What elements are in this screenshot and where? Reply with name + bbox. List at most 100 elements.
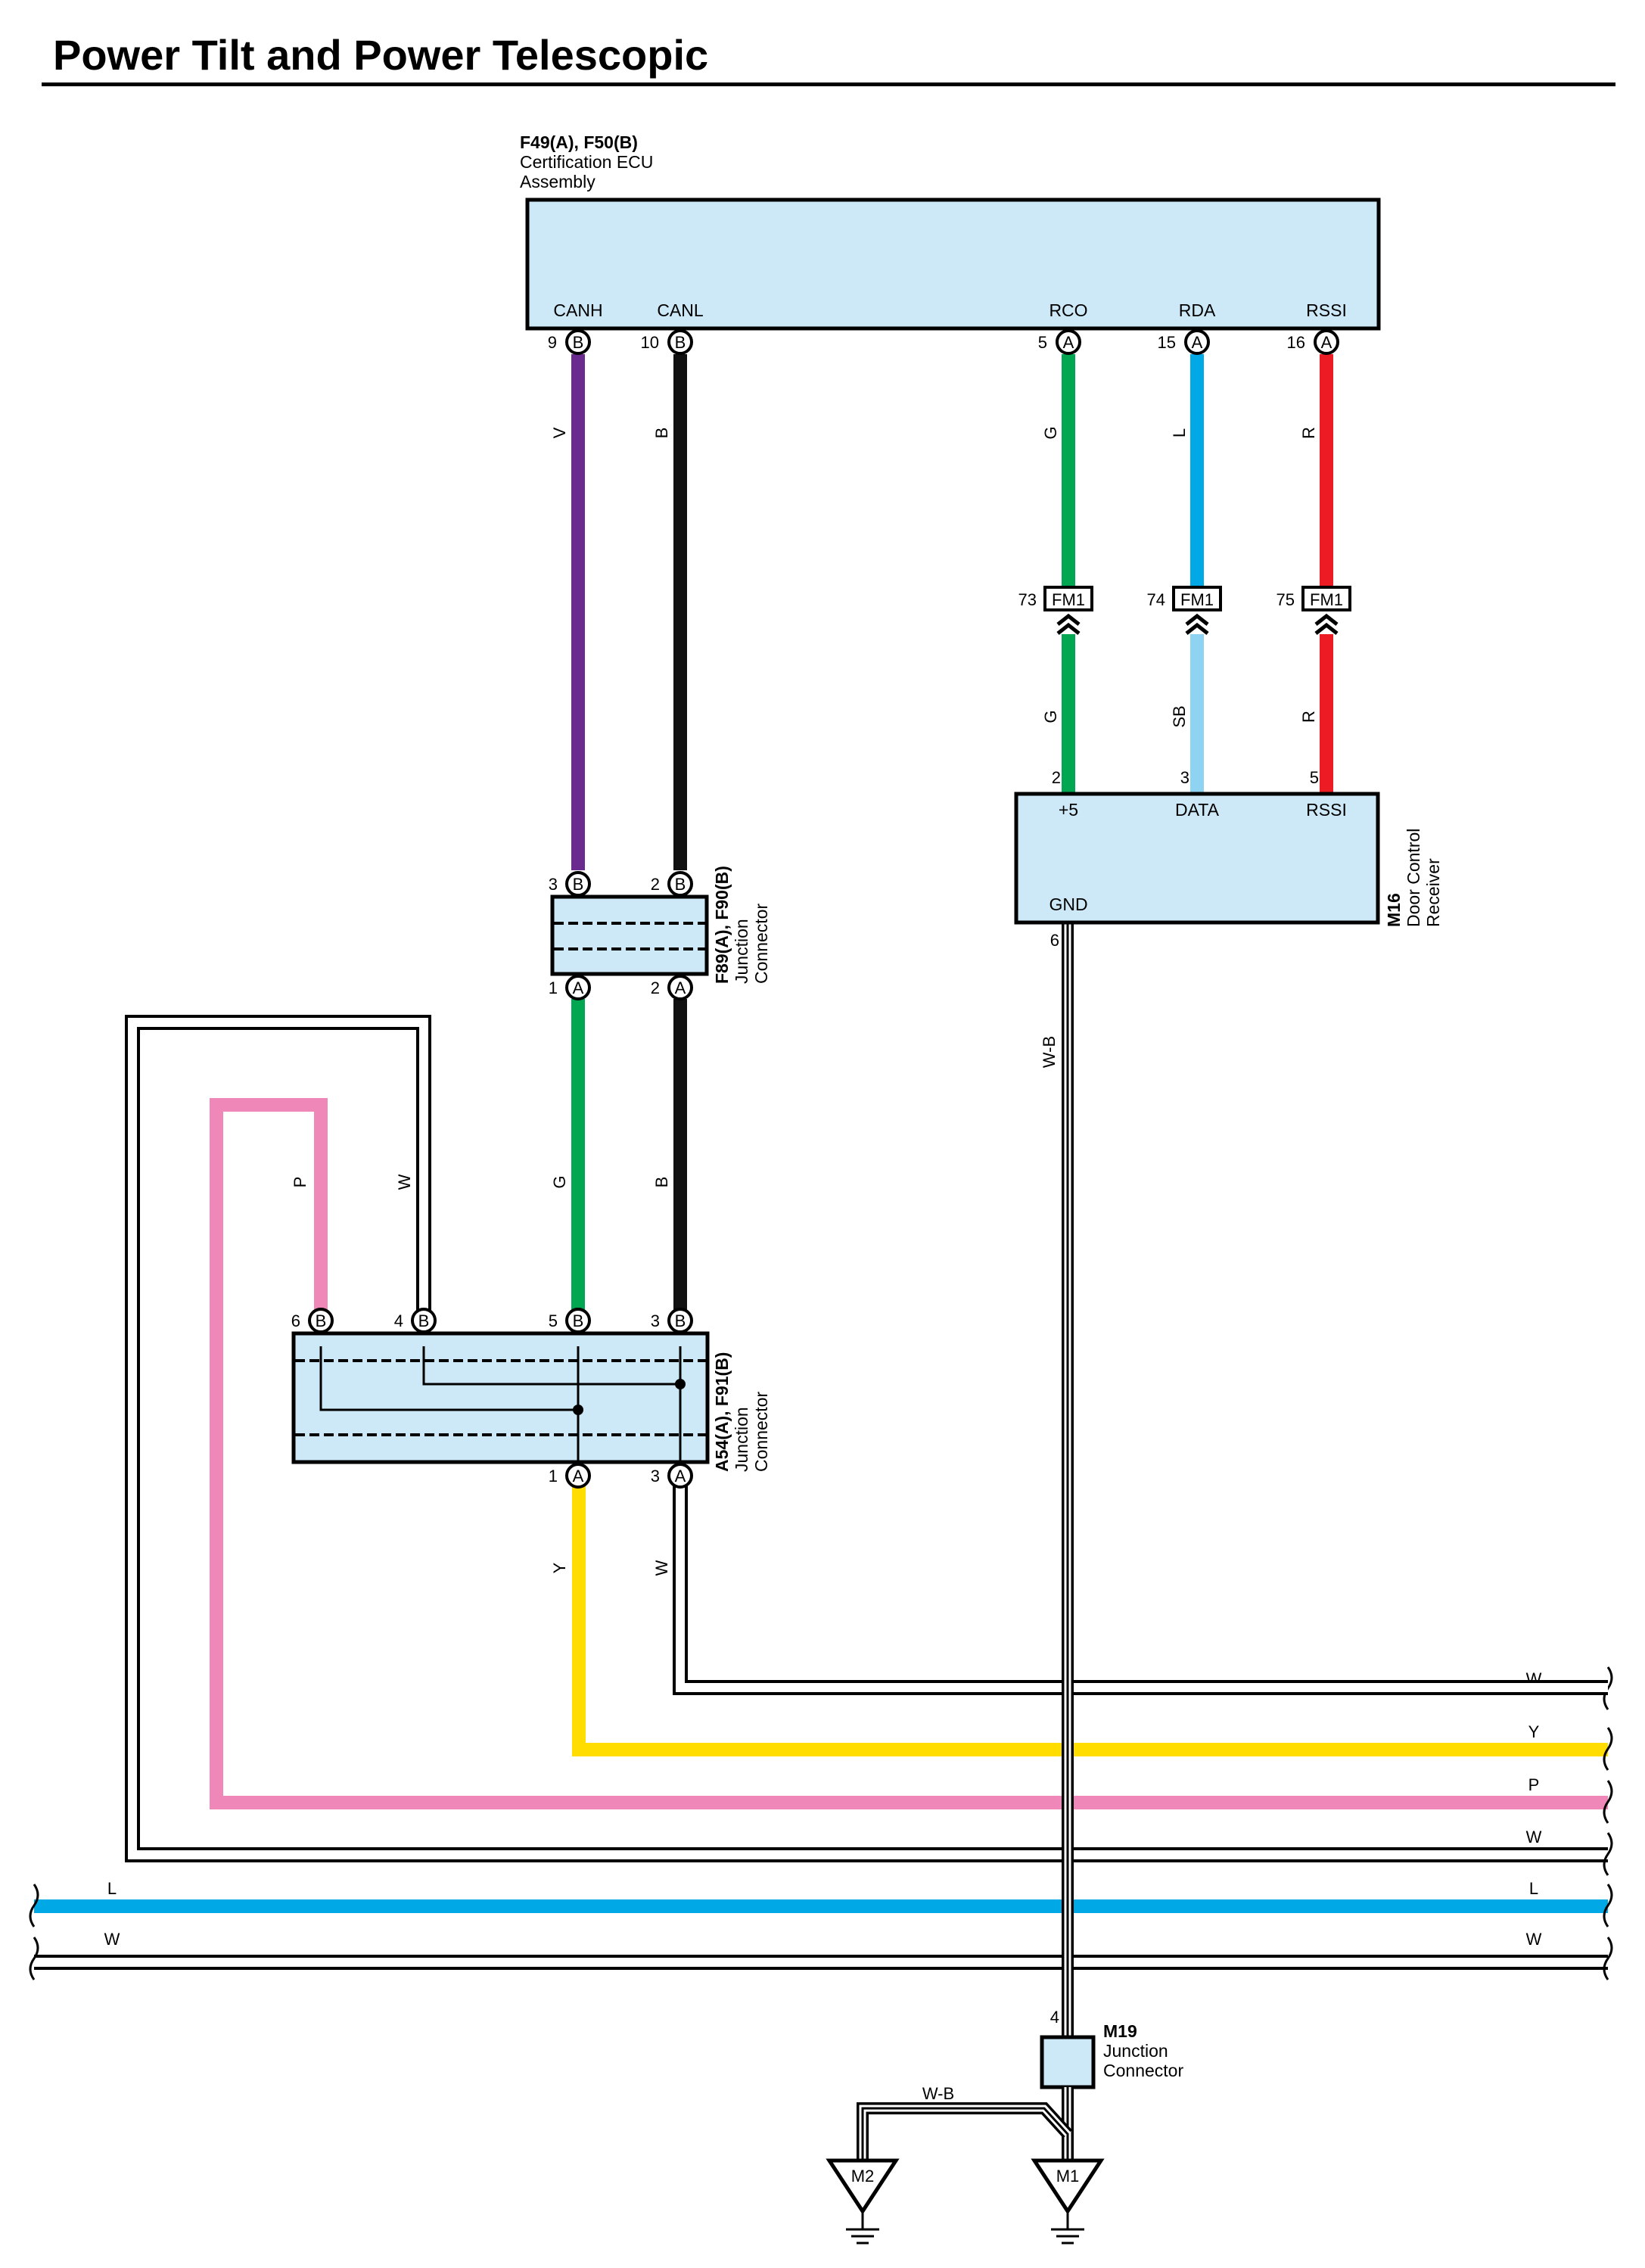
ecu-pin-rssi: A 16 — [1287, 329, 1339, 355]
svg-text:A: A — [675, 978, 686, 997]
ecu-terminal-rssi: RSSI — [1306, 300, 1347, 320]
svg-text:2: 2 — [651, 978, 660, 997]
break-mark-w3 — [1603, 1937, 1613, 1980]
break-mark-p — [1603, 1780, 1613, 1824]
a54-splice-dot-2 — [675, 1379, 686, 1389]
a54-code: A54(A), F91(B) — [712, 1352, 732, 1472]
m16-terminal-data: DATA — [1175, 800, 1220, 820]
f89-pin-top-right: B 2 — [651, 871, 693, 897]
svg-text:73: 73 — [1018, 590, 1037, 609]
svg-text:6: 6 — [291, 1311, 300, 1330]
m16-pin-data: 3 — [1180, 768, 1189, 787]
svg-text:B: B — [675, 875, 686, 894]
break-mark-left-w — [29, 1937, 39, 1980]
a54-pin-6: B 6 — [291, 1308, 334, 1333]
break-mark-y — [1603, 1727, 1613, 1771]
svg-text:1: 1 — [549, 978, 558, 997]
ecu-pin-rco: A 5 — [1038, 329, 1081, 355]
f89-junction-box — [550, 894, 709, 976]
m19-name-2: Connector — [1103, 2061, 1183, 2080]
ecu-terminal-canl: CANL — [657, 300, 704, 320]
svg-text:3: 3 — [651, 1311, 660, 1330]
m16-terminal-gnd: GND — [1049, 894, 1087, 914]
wire-label-gnd: W-B — [1040, 1036, 1059, 1068]
svg-text:9: 9 — [548, 333, 557, 352]
svg-text:A: A — [1321, 333, 1332, 352]
svg-text:A: A — [1063, 333, 1074, 352]
wire-label-a54-w: W — [395, 1174, 414, 1190]
m16-terminal-p5v: +5 — [1059, 800, 1078, 820]
ecu-terminal-rda: RDA — [1179, 300, 1216, 320]
m16-pin-p5v: 2 — [1052, 768, 1061, 787]
break-mark-l — [1603, 1884, 1613, 1927]
svg-text:A: A — [573, 978, 584, 997]
bus-w3 — [34, 1955, 1608, 1970]
svg-text:M1: M1 — [1056, 2167, 1080, 2186]
ecu-pin-rda: A 15 — [1158, 329, 1210, 355]
f89-name-1: Junction — [732, 919, 751, 984]
svg-text:B: B — [573, 875, 584, 894]
f89-pin-bottom-left: A 1 — [549, 975, 591, 1000]
bus-label-w3-right: W — [1526, 1930, 1542, 1949]
wire-label-a54-y: Y — [550, 1562, 569, 1573]
f89-name-2: Connector — [751, 904, 771, 984]
svg-text:10: 10 — [641, 333, 659, 352]
wire-label-rda: L — [1170, 428, 1189, 437]
bus-yellow — [572, 1483, 1608, 1756]
door-control-receiver-box — [1014, 792, 1380, 925]
svg-text:B: B — [316, 1311, 327, 1330]
ecu-pin-canh: B 9 — [548, 329, 591, 355]
svg-text:16: 16 — [1287, 333, 1305, 352]
ground-m1-icon: M1 — [1031, 2158, 1105, 2245]
svg-text:15: 15 — [1158, 333, 1176, 352]
wire-label-rco-lower: G — [1041, 710, 1060, 723]
svg-text:FM1: FM1 — [1052, 590, 1085, 609]
m19-code: M19 — [1103, 2021, 1137, 2041]
bus-label-w2: W — [1526, 1828, 1542, 1846]
title-underline — [42, 82, 1615, 86]
bus-w2 — [125, 1015, 1608, 1862]
svg-text:5: 5 — [1038, 333, 1047, 352]
svg-text:A: A — [675, 1467, 686, 1486]
svg-text:A: A — [573, 1467, 584, 1486]
svg-text:B: B — [418, 1311, 430, 1330]
svg-text:A: A — [1192, 333, 1203, 352]
a54-junction-box — [291, 1331, 710, 1464]
svg-text:74: 74 — [1147, 590, 1165, 609]
certification-ecu-box — [525, 198, 1381, 331]
a54-splice-dot-1 — [573, 1405, 583, 1415]
svg-text:B: B — [573, 1311, 584, 1330]
bus-label-w3-left: W — [104, 1930, 120, 1949]
svg-text:FM1: FM1 — [1310, 590, 1343, 609]
wire-a54-w3 — [673, 1483, 1608, 1695]
a54-pin-3-bottom: A 3 — [651, 1463, 693, 1489]
bus-label-y: Y — [1528, 1722, 1540, 1741]
page-title: Power Tilt and Power Telescopic — [53, 31, 708, 79]
svg-text:75: 75 — [1277, 590, 1295, 609]
svg-text:FM1: FM1 — [1180, 590, 1214, 609]
wire-label-f89-g: G — [550, 1175, 569, 1188]
m16-pin-gnd: 6 — [1050, 931, 1059, 950]
svg-text:M2: M2 — [851, 2167, 875, 2186]
m19-pin: 4 — [1050, 2008, 1059, 2027]
wire-label-rda-lower: SB — [1170, 705, 1189, 727]
a54-pin-3-top: B 3 — [651, 1308, 693, 1333]
f89-code: F89(A), F90(B) — [712, 866, 732, 984]
wire-gnd-m2 — [857, 2102, 1072, 2161]
svg-text:3: 3 — [549, 875, 558, 894]
m19-name-1: Junction — [1103, 2041, 1168, 2061]
m16-name-2: Receiver — [1423, 858, 1443, 927]
wire-label-gnd-m2: W-B — [922, 2084, 954, 2103]
break-mark-left-l — [29, 1884, 39, 1927]
ecu-code: F49(A), F50(B) — [520, 132, 638, 152]
wire-label-canl: B — [652, 428, 671, 439]
fm1-connector-g: FM1 73 — [1018, 586, 1093, 633]
bus-label-p: P — [1528, 1775, 1540, 1794]
bus-label-l-left: L — [107, 1879, 117, 1898]
svg-text:B: B — [675, 1311, 686, 1330]
a54-pin-4: B 4 — [394, 1308, 437, 1333]
svg-text:2: 2 — [651, 875, 660, 894]
f89-pin-top-left: B 3 — [549, 871, 591, 897]
svg-text:3: 3 — [651, 1467, 660, 1486]
